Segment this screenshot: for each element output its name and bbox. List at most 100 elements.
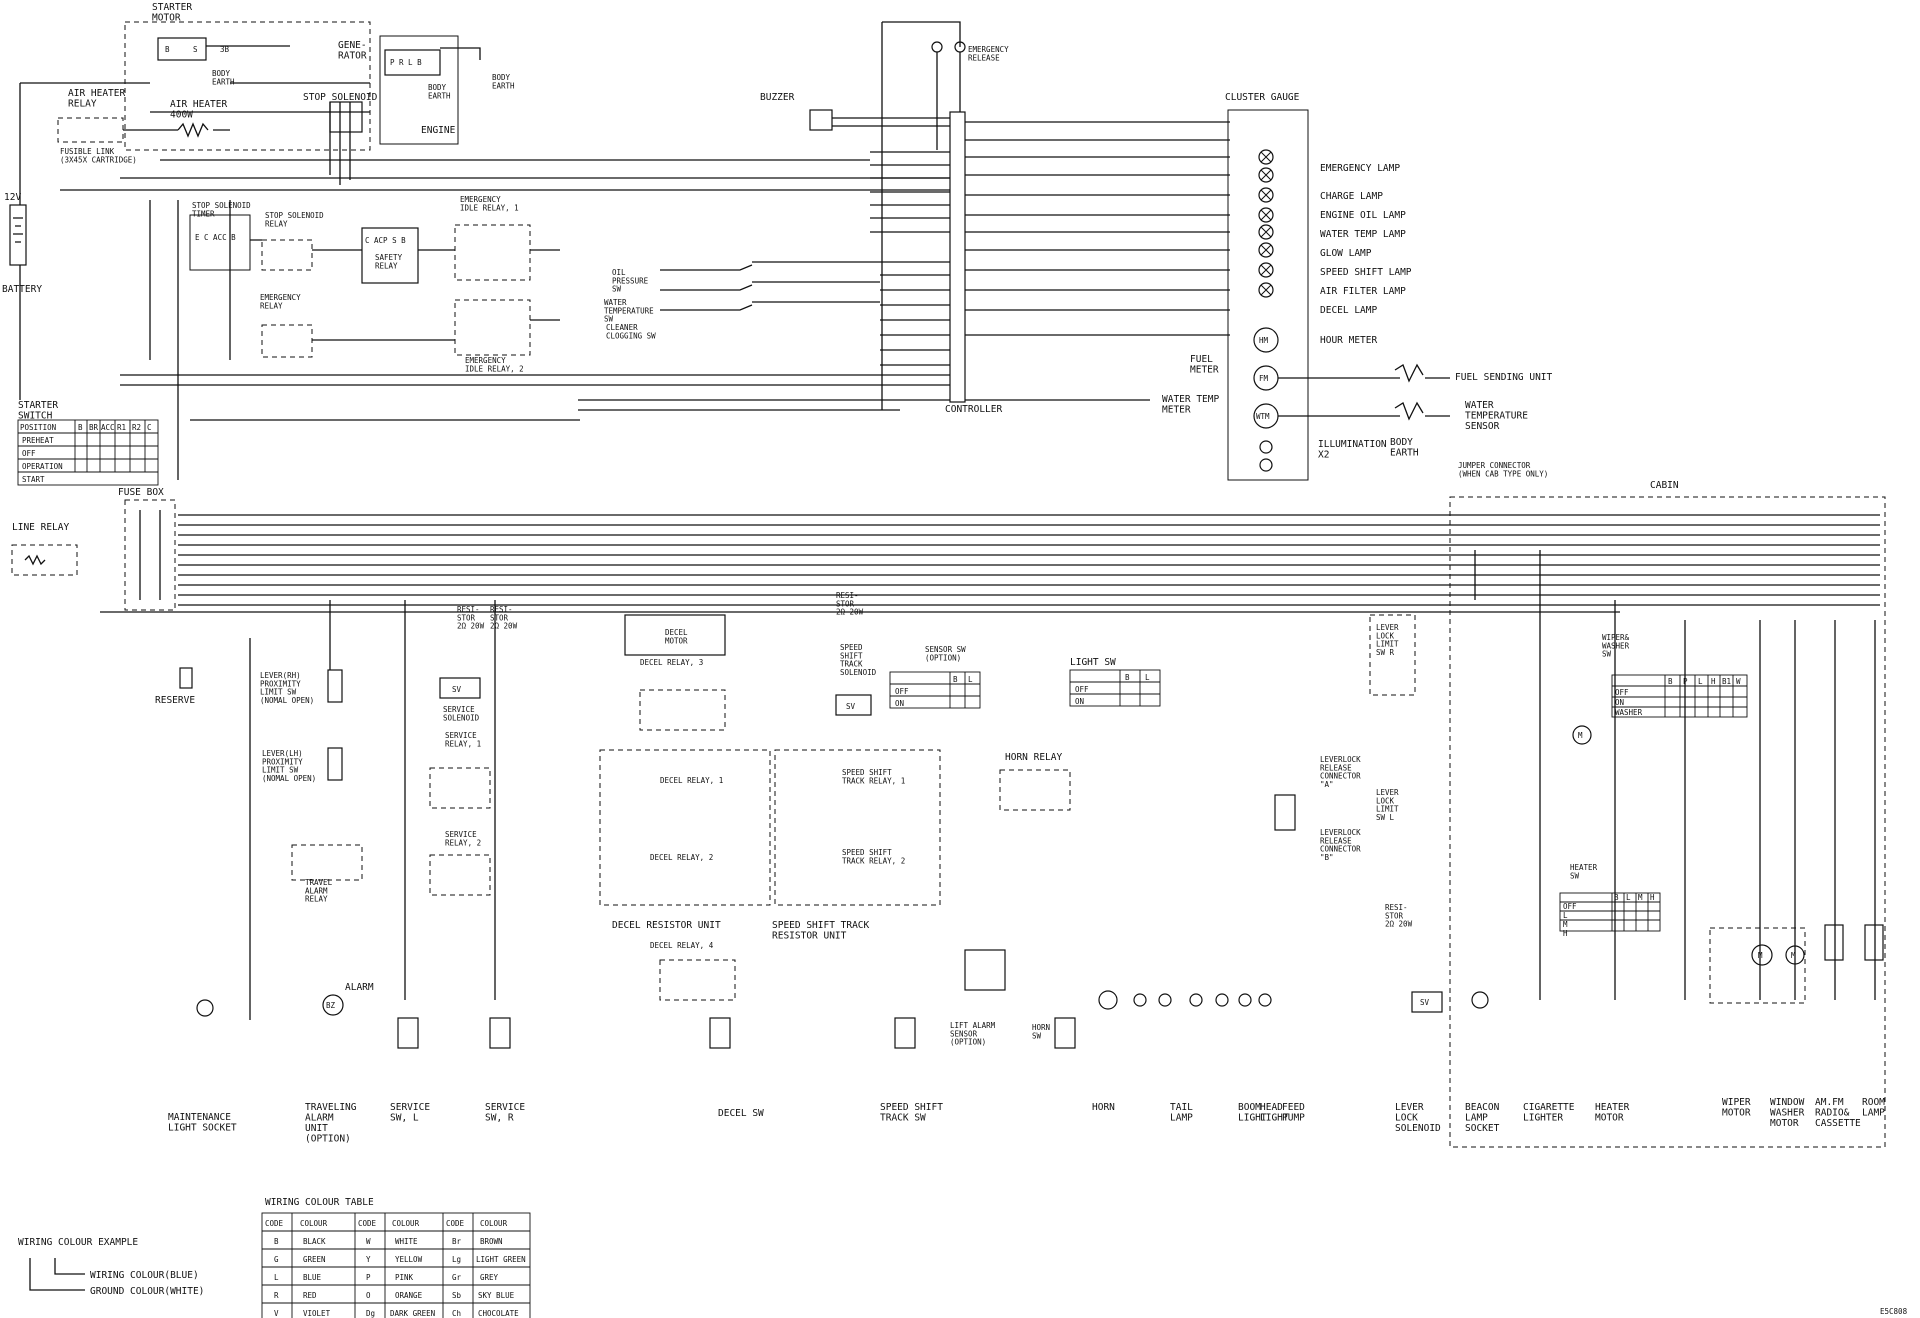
cluster-lamp-3 bbox=[1258, 207, 1274, 223]
ct-r3-c0: R bbox=[274, 1291, 279, 1300]
lamp-label-2: ENGINE OIL LAMP bbox=[1320, 210, 1406, 221]
ct-r2-c1: BLUE bbox=[303, 1273, 322, 1282]
heater-header-0: B bbox=[1614, 893, 1619, 902]
ct-r1-c4: Lg bbox=[452, 1255, 461, 1264]
ct-h2: CODE bbox=[358, 1219, 377, 1228]
lamp-label-7: DECEL LAMP bbox=[1320, 305, 1377, 316]
label-hour-meter: HOUR METER bbox=[1320, 335, 1377, 346]
ct-r4-c1: VIOLET bbox=[303, 1309, 331, 1318]
label-engine: ENGINE bbox=[421, 125, 456, 136]
ct-r0-c0: B bbox=[274, 1237, 279, 1246]
wiper-header-2: L bbox=[1698, 677, 1703, 686]
wiper-header-5: W bbox=[1736, 677, 1741, 686]
starter-header-6: C bbox=[147, 423, 152, 432]
fuse-box: FUSE BOX bbox=[118, 487, 176, 611]
ct-r0-c1: BLACK bbox=[303, 1237, 326, 1246]
label-decel-relay-2: DECEL RELAY, 2 bbox=[650, 853, 713, 862]
bottom-label-4: DECEL SW bbox=[718, 1108, 764, 1119]
svg-text:C ACP S B: C ACP S B bbox=[365, 236, 406, 245]
sensor-header-0: B bbox=[953, 675, 958, 684]
starter-header-5: R2 bbox=[132, 423, 141, 432]
cluster-lamp-1 bbox=[1258, 167, 1274, 183]
ct-r3-c2: O bbox=[366, 1291, 371, 1300]
svg-text:E C ACC B: E C ACC B bbox=[195, 233, 236, 242]
ct-r1-c1: GREEN bbox=[303, 1255, 326, 1264]
label-cluster-gauge: CLUSTER GAUGE bbox=[1225, 92, 1300, 103]
colour-table: WIRING COLOUR TABLE CODE COLOUR CODE COL… bbox=[261, 1197, 531, 1318]
heater-row-2: M bbox=[1563, 920, 1568, 929]
ct-r0-c3: WHITE bbox=[395, 1237, 418, 1246]
light-row-1: ON bbox=[1075, 697, 1084, 706]
ct-r2-c0: L bbox=[274, 1273, 279, 1282]
sensor-header-1: L bbox=[968, 675, 973, 684]
ct-r0-c2: W bbox=[366, 1237, 371, 1246]
svg-text:P R L B: P R L B bbox=[390, 58, 422, 67]
label-line-relay: LINE RELAY bbox=[12, 522, 69, 533]
wiper-row-2: WASHER bbox=[1615, 708, 1643, 717]
light-header-1: L bbox=[1145, 673, 1150, 682]
colour-table-title: WIRING COLOUR TABLE bbox=[265, 1197, 374, 1208]
lamp-label-4: GLOW LAMP bbox=[1320, 248, 1372, 259]
heater-header-3: H bbox=[1650, 893, 1655, 902]
ct-r4-c2: Dg bbox=[366, 1309, 375, 1318]
label-fuse-box: FUSE BOX bbox=[118, 487, 164, 498]
document-code: E5C808 bbox=[1880, 1307, 1908, 1316]
svg-text:BZ: BZ bbox=[326, 1001, 336, 1010]
sensor-row-0: OFF bbox=[895, 687, 909, 696]
bottom-label-6: HORN bbox=[1092, 1102, 1115, 1113]
svg-text:B: B bbox=[165, 45, 170, 54]
colour-example-wiring: WIRING COLOUR(BLUE) bbox=[90, 1270, 199, 1281]
svg-text:SV: SV bbox=[846, 702, 856, 711]
label-reserve: RESERVE bbox=[155, 695, 195, 706]
heater-header-2: M bbox=[1638, 893, 1643, 902]
starter-header-0: POSITION bbox=[20, 423, 56, 432]
starter-row-1: OFF bbox=[22, 449, 36, 458]
svg-text:HM: HM bbox=[1259, 336, 1269, 345]
ct-h3: COLOUR bbox=[392, 1219, 420, 1228]
label-decel-relay-3: DECEL RELAY, 3 bbox=[640, 658, 703, 667]
label-fusible-link: FUSIBLE LINK(3X45X CARTRIDGE) bbox=[60, 147, 137, 164]
lamps-feed bbox=[1133, 794, 1296, 1007]
